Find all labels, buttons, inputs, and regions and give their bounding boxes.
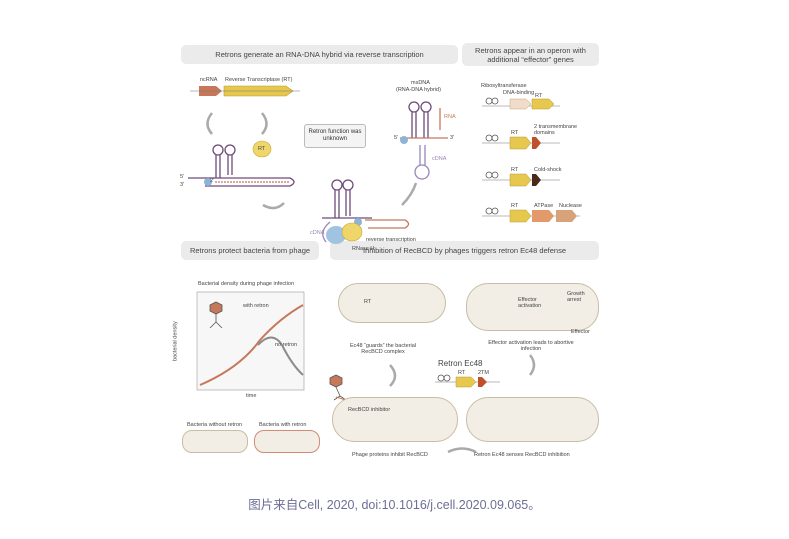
cell-with-retron [254,430,320,453]
label-atpase: ATPase [534,203,554,209]
label-phage-inhibit: Phage proteins inhibit RecBCD [352,452,428,458]
label-growth-arrest: Growth arrest [567,291,585,304]
label-ncrna: ncRNA [200,77,218,83]
rnase-h-protein [326,226,346,244]
label-senses: Retron Ec48 senses RecBCD inhibition [474,452,570,458]
cell-effector [466,283,599,331]
label-rt-ec48: RT [458,370,466,376]
operon-1 [482,97,560,110]
label-rt-operon-2: RT [511,130,519,136]
label-rt-operon-1: RT [535,93,543,99]
cell-senses [466,397,599,442]
label-two-prime-left: 2' [210,178,215,184]
ncrna-structure-left [188,144,295,187]
label-reverse-transcriptase: Reverse Transcriptase (RT) [225,77,293,83]
cell-without-retron [182,430,248,453]
label-cdna-middle: cDNA [310,230,325,236]
no-retron-curve [257,336,304,376]
operon-4 [482,207,580,223]
label-nuclease: Nuclease [559,203,582,209]
label-five-prime-right: 5' [394,135,399,141]
retron-unknown-box: Retron function was unknown [304,124,366,148]
ec48-operon [435,374,500,388]
label-bacteria-without: Bacteria without retron [187,422,243,428]
label-rnase-h: RNase H [352,246,375,252]
operon-3 [482,171,560,187]
label-three-prime-right: 3' [450,135,455,141]
retron-middle-structure [322,179,372,219]
label-guards: Ec48 “guards” the bacterial RecBCD compl… [349,343,417,356]
label-dna-binding: DNA-binding [503,90,535,96]
label-cdna-right: cDNA [432,156,447,162]
legend-no-retron: no retron [275,342,298,348]
label-msdna: msDNA [411,80,430,86]
label-reverse-transcription: reverse transcription [366,237,416,243]
label-retron-ec48: Retron Ec48 [438,359,483,368]
label-bacteria-with: Bacteria with retron [259,422,307,428]
panel-title-operon: Retrons appear in an operon with additio… [462,43,599,66]
plot-xlabel: time [246,393,257,399]
label-transmembrane: 2 transmembrane domains [534,124,578,137]
label-rt-operon-4: RT [511,203,519,209]
branch-point-left [204,178,212,186]
figure-caption: 图片来自Cell, 2020, doi:10.1016/j.cell.2020.… [248,498,541,512]
panel-title-protect: Retrons protect bacteria from phage [181,241,319,260]
label-effector: Effector [571,329,590,335]
label-ribosyltransferase: Ribosyltransferase [481,83,527,89]
label-rt-cell-1: RT [364,299,372,305]
label-rt-protein: RT [258,146,266,152]
panel-title-ec48: Inhibition of RecBCD by phages triggers … [330,241,599,260]
label-cold-shock: Cold-shock [534,167,562,173]
phage-attacking [329,374,347,401]
phage-icon [209,301,223,329]
rt-protein [252,140,272,158]
label-effector-activation: Effector activation [518,297,542,310]
with-retron-curve [199,304,304,386]
label-abortive: Effector activation leads to abortive in… [488,340,574,353]
legend-with-retron: with retron [243,303,269,309]
label-five-prime-left: 5' [180,174,185,180]
label-rna: RNA [444,114,456,120]
operon-2 [482,134,560,150]
msdna-structure [400,101,448,180]
label-2tm: 2TM [478,370,489,376]
plot-title: Bacterial density during phage infection [198,281,295,287]
cell-guard [338,283,446,323]
panel-title-reverse-transcription: Retrons generate an RNA-DNA hybrid via r… [181,45,458,64]
label-recbcd-inhibitor: RecBCD inhibitor [348,407,391,413]
label-three-prime-left: 3' [180,182,185,188]
label-rt-operon-3: RT [511,167,519,173]
label-msdna-sub: (RNA-DNA hybrid) [396,87,441,93]
plot-ylabel: bacterial density [172,321,179,362]
cell-inhibit [332,397,458,442]
